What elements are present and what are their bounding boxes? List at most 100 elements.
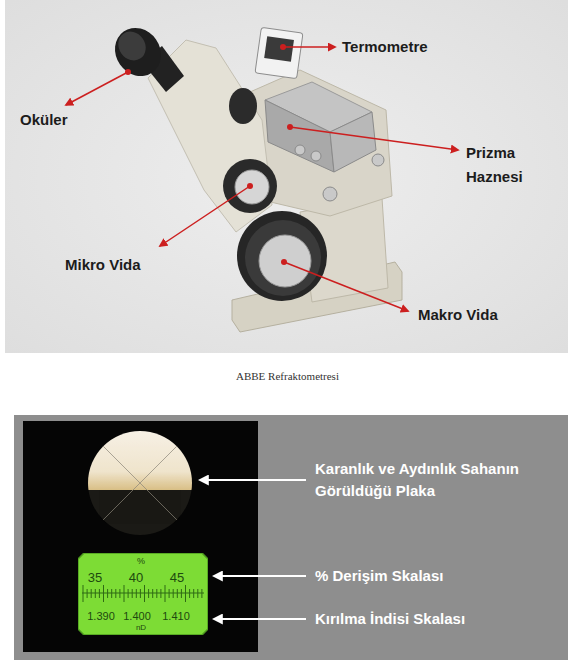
scale-tick (95, 593, 96, 598)
light-field (86, 429, 196, 490)
scale-number: 1.400 (123, 611, 151, 622)
scale-tick (107, 593, 108, 598)
scale-tick (181, 593, 182, 598)
scale-tick (169, 593, 170, 598)
scale-tick (119, 593, 120, 598)
part-label: Makro Vida (418, 306, 498, 324)
leader-line (284, 262, 408, 311)
scale-tick (185, 593, 186, 602)
prism-front (265, 100, 334, 172)
macro-knob-cap (259, 235, 311, 287)
scale-tick (144, 593, 145, 602)
scale-tick (103, 593, 104, 602)
scale-tick (111, 593, 112, 598)
scale-tick (201, 589, 202, 593)
micro-knob-cap (235, 170, 269, 204)
white-leaders (200, 480, 306, 619)
scale-tick (160, 589, 161, 593)
scale-tick (136, 593, 137, 598)
scale-number: 45 (170, 571, 184, 584)
scale-tick (148, 593, 149, 598)
panel-label: % Derişim Skalası (315, 567, 443, 585)
scale-tick (169, 589, 170, 593)
scale-tick (177, 593, 178, 598)
scale-tick (128, 593, 129, 598)
refractometer-drawing (106, 19, 402, 332)
leader-line (160, 186, 250, 246)
panel-label: Karanlık ve Aydınlık Sahanın Görüldüğü P… (315, 458, 565, 502)
scale-tick (193, 589, 194, 593)
red-leaders (66, 44, 458, 311)
scale-tick (177, 589, 178, 593)
scale-number: nD (136, 624, 146, 632)
crosshair (100, 443, 180, 523)
scale-tick (91, 589, 92, 593)
scale-tick (144, 585, 145, 593)
leader-line (290, 127, 458, 150)
scale-tick (128, 589, 129, 593)
scale-tick (132, 593, 133, 598)
part-label: Prizma Haznesi (466, 141, 542, 189)
scale-number: 40 (129, 571, 143, 584)
leader-line (283, 46, 335, 48)
eyepiece (106, 19, 171, 85)
scale-tick (99, 593, 100, 598)
scale-tick (165, 593, 166, 602)
macro-knob-ring (245, 220, 321, 296)
crosshair (100, 443, 180, 523)
scale-tick (115, 589, 116, 593)
dark-field (86, 490, 196, 540)
scale-tick (115, 593, 116, 598)
scale-tick (181, 589, 182, 593)
scale-tick (160, 593, 161, 598)
leader-line (66, 72, 128, 105)
scale-display: % 35 40 45 1.390 1.400 1.410 nD (78, 553, 208, 635)
scale-tick (152, 593, 153, 598)
scale-tick (152, 589, 153, 593)
scale-tick (107, 589, 108, 593)
scale-tick (156, 593, 157, 598)
fitting (311, 151, 321, 161)
fitting (323, 187, 337, 201)
scale-tick (189, 593, 190, 598)
panel-label: Kırılma İndisi Skalası (315, 610, 465, 628)
scale-tick (165, 585, 166, 593)
scale-tick (111, 589, 112, 593)
scale-tick (83, 585, 84, 593)
leader-line (214, 618, 306, 620)
scale-number: 35 (88, 571, 102, 584)
part-label: Termometre (342, 38, 428, 56)
scale-tick (99, 589, 100, 593)
scale-tick (189, 589, 190, 593)
scale-tick (124, 585, 125, 593)
thermometer-body (255, 27, 303, 78)
eyepiece-view (23, 421, 258, 652)
fitting (372, 154, 384, 166)
scale-number: % (137, 557, 145, 566)
scale-tick (148, 589, 149, 593)
scale-tick (83, 593, 84, 602)
scale-tick (156, 589, 157, 593)
field-plate (86, 429, 196, 540)
display-screen (78, 553, 208, 635)
scale-tick (185, 585, 186, 593)
photo-ground (5, 0, 568, 353)
scale-tick (140, 593, 141, 598)
eyepiece-lens (113, 26, 152, 65)
scale-number: 1.410 (162, 611, 190, 622)
scale-tick (173, 589, 174, 593)
scale-tick (119, 589, 120, 593)
scale-tick (87, 589, 88, 593)
leader-line (200, 479, 306, 481)
prism-side (330, 112, 376, 172)
info-panel (14, 415, 568, 660)
scale-tick (87, 593, 88, 598)
macro-knob (237, 211, 327, 301)
scale-number: 1.390 (87, 611, 115, 622)
figure-caption: ABBE Refraktometresi (236, 369, 339, 383)
scale-tick (124, 593, 125, 602)
thermometer-screen (264, 36, 294, 62)
scale-tick (132, 589, 133, 593)
